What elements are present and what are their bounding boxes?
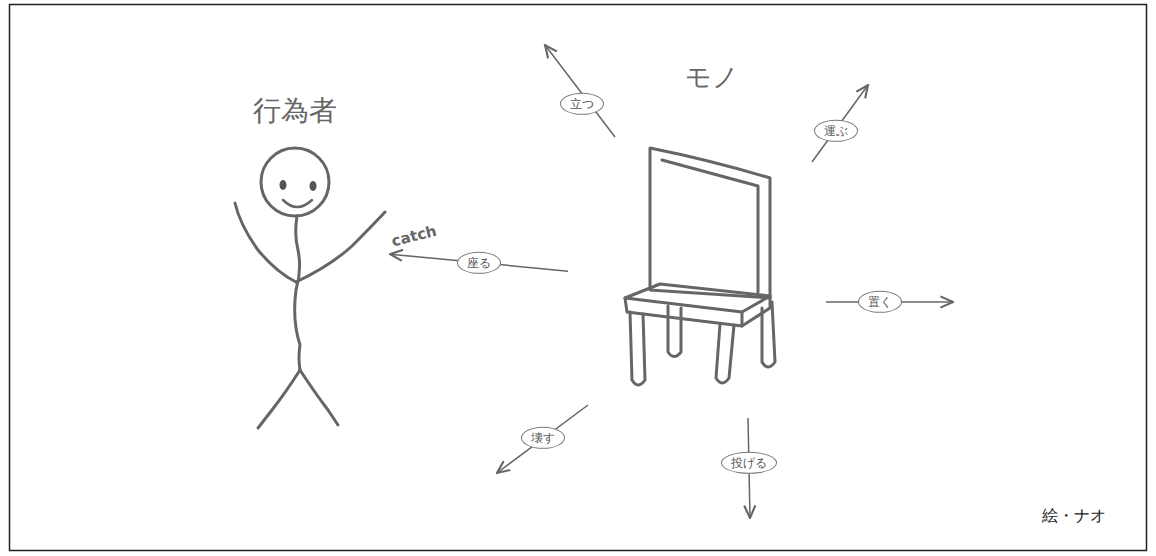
chair-drawing [625, 148, 775, 385]
verb-label: 運ぶ [814, 120, 858, 142]
frame-border [10, 5, 1147, 551]
credit-note: 絵・ナオ [1042, 506, 1106, 527]
verb-label: 壊す [521, 427, 565, 449]
verb-label: 立つ [560, 93, 604, 115]
action-arrow [497, 45, 953, 518]
object-chair: モノ [568, 60, 856, 392]
catch-note: catch [390, 222, 439, 251]
actor-figure: 行為者 [200, 92, 390, 437]
stick-figure [235, 148, 385, 428]
node-heading: モノ [568, 60, 856, 95]
verb-label: 投げる [721, 452, 777, 474]
verb-label: 置く [858, 291, 902, 313]
verb-label: 座る [457, 251, 501, 273]
node-heading: 行為者 [200, 92, 390, 130]
eye [310, 181, 317, 191]
eye [280, 180, 287, 190]
